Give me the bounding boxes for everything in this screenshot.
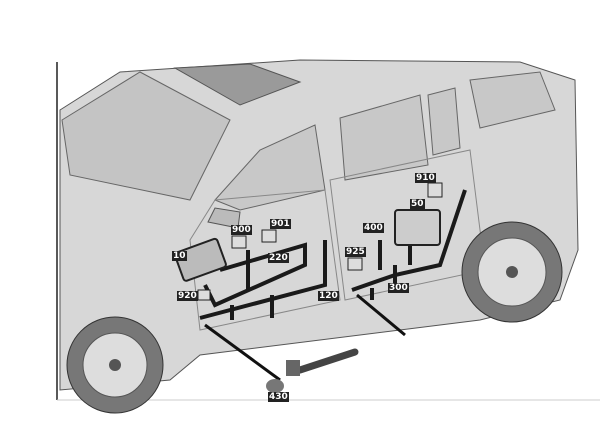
harness-lead-rear (356, 293, 406, 337)
callout-300: 300 (388, 283, 409, 293)
wiring-grommet (296, 348, 359, 374)
front-window (214, 124, 326, 211)
wiring-harness (199, 189, 467, 320)
callout-925: 925 (345, 247, 366, 257)
plug-part (266, 379, 284, 393)
rear-side-window (469, 71, 556, 129)
rear-window (339, 94, 429, 181)
callout-920: 920 (177, 291, 198, 301)
sunroof (173, 63, 302, 106)
front-wheel (66, 316, 164, 414)
connector-901 (261, 229, 277, 243)
connector-925 (347, 257, 363, 271)
callout-50: 50 (410, 199, 425, 209)
callout-400: 400 (363, 223, 384, 233)
rear-wheel (461, 221, 563, 323)
connector-920 (197, 289, 211, 301)
quarter-window (427, 87, 461, 156)
connector-900 (231, 235, 247, 249)
rear-door-module (394, 209, 441, 246)
callout-220: 220 (268, 253, 289, 263)
callout-430: 430 (268, 392, 289, 402)
windshield (61, 71, 231, 201)
front-door (189, 189, 341, 331)
connector-910 (427, 182, 443, 198)
callout-10: 10 (172, 251, 187, 261)
harness-lead-front (204, 323, 281, 382)
callout-910: 910 (415, 173, 436, 183)
connector-part (286, 360, 300, 376)
callout-120: 120 (318, 291, 339, 301)
front-door-module (174, 237, 227, 282)
callout-900: 900 (231, 225, 252, 235)
callout-901: 901 (270, 219, 291, 229)
side-mirror (207, 207, 241, 229)
